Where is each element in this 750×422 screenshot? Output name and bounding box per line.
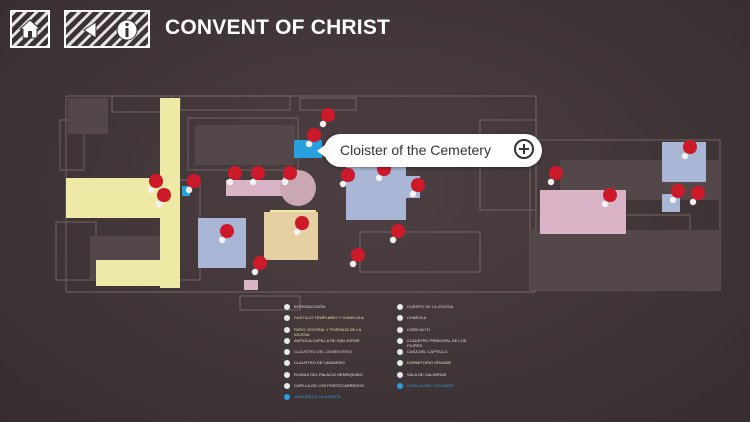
legend-item[interactable]: CASTILLO TEMPLARIO Y CHARLOLA <box>284 315 404 326</box>
legend-item[interactable]: RUINAS DEL PALACIO HENRIQUINO <box>284 371 404 383</box>
legend-number-dot <box>397 383 403 390</box>
map-pin-icon[interactable] <box>155 188 171 208</box>
legend-number-dot <box>397 337 403 344</box>
legend-item[interactable]: SALA DE CALDERAS <box>397 371 517 383</box>
legend-item[interactable]: ANTIGUA CAPILLA DE SAN JORGE <box>284 337 404 349</box>
legend-item-label: CAPILLA DE LOS PORTOCARREROS <box>294 383 364 389</box>
top-bar: CONVENT OF CHRIST <box>0 0 750 62</box>
legend-item-label: CHAROLA <box>407 315 427 321</box>
legend-item-label: CAPILLA DEL CRUCERO <box>407 383 454 389</box>
legend-item-label: INTRODUCCIÓN <box>294 304 326 309</box>
legend-number-dot <box>284 360 290 367</box>
back-info-button[interactable] <box>64 10 150 48</box>
legend-item-label: CORO ALTO <box>407 326 430 332</box>
legend-item-label: DORMITORIO GRANDE <box>407 360 452 366</box>
legend-number-dot <box>284 383 290 390</box>
legend-item[interactable]: CASA DEL CAPÍTULO <box>397 349 517 360</box>
map-pin-icon[interactable] <box>601 188 617 208</box>
legend-column-left: INTRODUCCIÓN CASTILLO TEMPLARIO Y CHARLOL… <box>284 304 404 406</box>
map-pin-icon[interactable] <box>319 108 335 128</box>
map-pin-icon[interactable] <box>547 166 563 186</box>
legend-item[interactable]: INTRODUCCIÓN <box>284 304 404 315</box>
map-pin-icon[interactable] <box>281 166 297 186</box>
legend-item[interactable]: CHAROLA <box>397 315 517 326</box>
map-pin-icon[interactable] <box>185 174 201 194</box>
map-pin-icon[interactable] <box>293 216 309 236</box>
legend-number-dot <box>397 304 403 310</box>
building-blue-cloisters[interactable] <box>198 142 706 268</box>
legend-item-label: CLAUSTRO PRINCIPAL DE LOS FILIPES <box>407 337 467 348</box>
legend-number-dot <box>284 337 290 344</box>
legend-column-right: CUERPO DE LA IGLESIA CHAROLA CORO ALTO CLAU… <box>397 304 517 394</box>
legend-item-label: CASTILLO TEMPLARIO Y CHARLOLA <box>294 315 364 321</box>
home-button[interactable] <box>10 10 50 48</box>
back-icon[interactable] <box>80 20 100 40</box>
legend-item[interactable]: GALERÍA DE LA HUERTA <box>284 394 404 405</box>
legend-number-dot <box>284 371 290 378</box>
callout-label: Cloister of the Cemetery <box>340 142 491 158</box>
home-icon <box>18 19 42 39</box>
legend-item-label: CASA DEL CAPÍTULO <box>407 349 448 355</box>
legend-item-label: ANTIGUA CAPILLA DE SAN JORGE <box>294 337 360 343</box>
legend-item[interactable]: DORMITORIO GRANDE <box>397 360 517 371</box>
legend-item-label: CLAUSTRO DEL CEMENTERIO <box>294 349 353 355</box>
legend-item[interactable]: PATIO CENTRAL Y PORTADA DE LA IGLESIA <box>284 326 404 338</box>
building-yellow-tan[interactable] <box>264 212 318 260</box>
map-pin-icon[interactable] <box>305 128 321 148</box>
location-callout[interactable]: Cloister of the Cemetery <box>317 134 542 167</box>
legend-item[interactable]: CORO ALTO <box>397 326 517 338</box>
map-pin-icon[interactable] <box>669 184 685 204</box>
legend-number-dot <box>397 349 403 356</box>
page-title: CONVENT OF CHRIST <box>165 16 391 39</box>
legend-item[interactable]: CLAUSTRO DE LAVADERO <box>284 360 404 371</box>
legend-item[interactable]: CAPILLA DE LOS PORTOCARREROS <box>284 383 404 394</box>
legend-item-label: GALERÍA DE LA HUERTA <box>294 394 341 400</box>
map-pin-icon[interactable] <box>249 166 265 186</box>
map-pin-icon[interactable] <box>409 178 425 198</box>
legend-number-dot <box>284 394 290 401</box>
legend-item-label: CLAUSTRO DE LAVADERO <box>294 360 345 366</box>
legend-number-dot <box>284 349 290 356</box>
map-pins <box>147 108 705 276</box>
legend-number-dot <box>397 371 403 378</box>
legend-item[interactable]: CAPILLA DEL CRUCERO <box>397 383 517 394</box>
legend-item[interactable]: CLAUSTRO PRINCIPAL DE LOS FILIPES <box>397 337 517 349</box>
map-pin-icon[interactable] <box>147 174 163 194</box>
legend-item[interactable]: CUERPO DE LA IGLESIA <box>397 304 517 315</box>
plus-circle-icon[interactable] <box>514 139 534 159</box>
legend-number-dot <box>397 326 403 333</box>
legend-number-dot <box>284 326 290 333</box>
legend-item-label: CUERPO DE LA IGLESIA <box>407 304 454 309</box>
legend-number-dot <box>397 360 403 367</box>
legend-item-label: PATIO CENTRAL Y PORTADA DE LA IGLESIA <box>294 326 361 337</box>
map-pin-icon[interactable] <box>251 256 267 276</box>
map-pin-icon[interactable] <box>218 224 234 244</box>
map-pin-icon[interactable] <box>681 140 697 160</box>
legend-item-label: RUINAS DEL PALACIO HENRIQUINO <box>294 371 363 377</box>
info-icon[interactable] <box>116 18 138 42</box>
legend-item-label: SALA DE CALDERAS <box>407 371 447 377</box>
map-pin-icon[interactable] <box>389 224 405 244</box>
map-pin-icon[interactable] <box>349 248 365 268</box>
legend-number-dot <box>397 315 403 322</box>
map-pin-icon[interactable] <box>226 166 242 186</box>
legend-number-dot <box>284 315 290 322</box>
legend-item[interactable]: CLAUSTRO DEL CEMENTERIO <box>284 349 404 360</box>
legend-number-dot <box>284 304 290 310</box>
map-pin-icon[interactable] <box>339 168 355 188</box>
map-pin-icon[interactable] <box>689 186 705 206</box>
callout-pointer <box>317 145 325 157</box>
